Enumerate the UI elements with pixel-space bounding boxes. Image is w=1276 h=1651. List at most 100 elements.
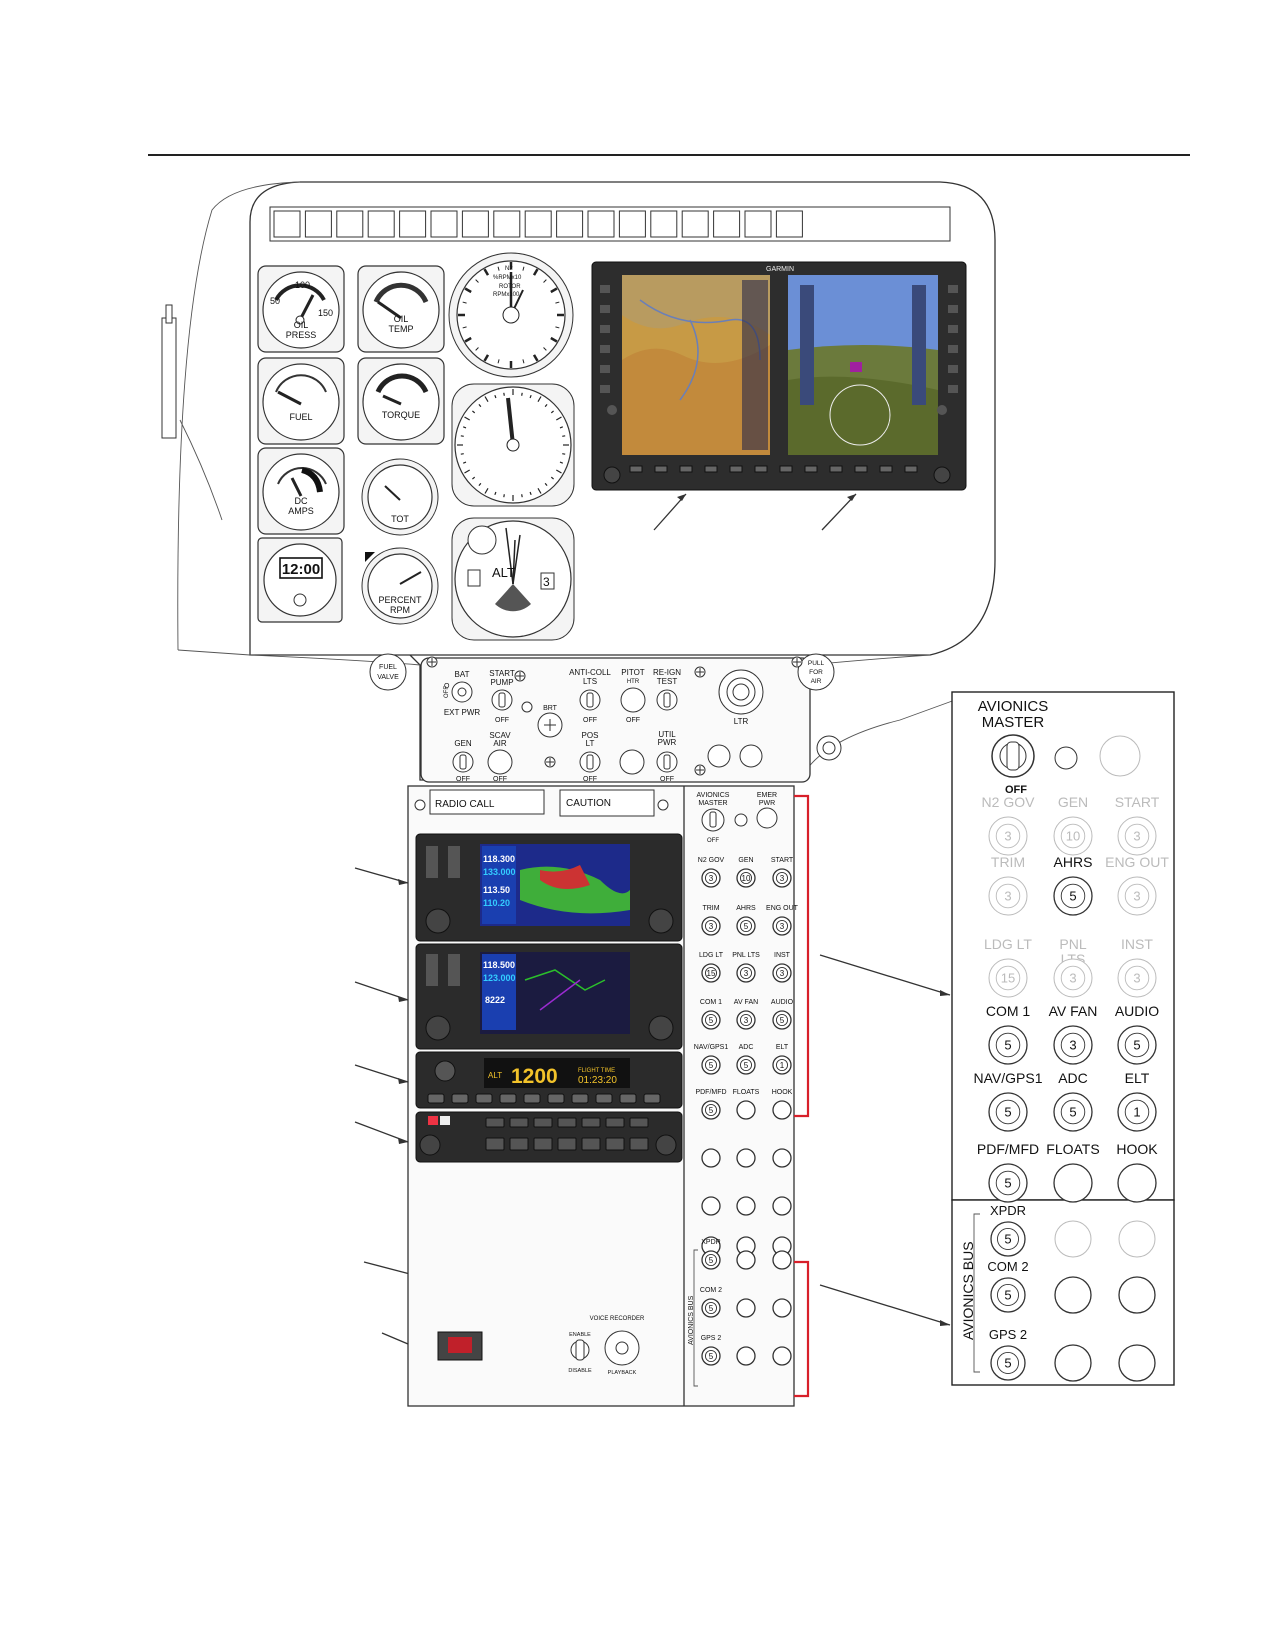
xpdr-key[interactable] [595,1093,613,1104]
audio-key[interactable] [605,1117,625,1128]
softkey-button[interactable] [654,465,668,473]
xpdr-key[interactable] [619,1093,637,1104]
circuit-breaker[interactable] [772,1196,792,1216]
circuit-breaker[interactable] [736,1346,756,1366]
audio-key[interactable] [581,1117,601,1128]
circuit-breaker[interactable]: FLOATS [733,1089,760,1120]
audio-key[interactable] [605,1137,625,1151]
circuit-breaker[interactable] [772,1346,792,1366]
softkey-button[interactable] [904,465,918,473]
circuit-breaker[interactable] [736,1298,756,1318]
audio-key[interactable] [557,1117,577,1128]
audio-key[interactable] [533,1117,553,1128]
softkey-button[interactable] [854,465,868,473]
sp-emer-pwr-button[interactable] [756,807,778,829]
softkey-button[interactable] [629,465,643,473]
softkey-button[interactable] [779,465,793,473]
fuel-valve-knob[interactable] [369,653,407,691]
circuit-breaker[interactable] [1118,1220,1156,1258]
xpdr-key[interactable] [499,1093,517,1104]
xpdr-key[interactable] [451,1093,469,1104]
audio-key[interactable] [581,1137,601,1151]
circuit-breaker[interactable]: COM 15 [986,1003,1031,1065]
xpdr-key[interactable] [547,1093,565,1104]
circuit-breaker[interactable]: HOOK [1116,1141,1158,1203]
pull-for-air-knob[interactable] [797,653,835,691]
xpdr-key[interactable] [475,1093,493,1104]
xpdr-key[interactable] [571,1093,589,1104]
circuit-breaker[interactable] [701,1196,721,1216]
softkey-button[interactable] [829,465,843,473]
scav-air-switch[interactable] [487,749,513,775]
circuit-breaker[interactable]: GPS 25 [701,1335,722,1366]
audio-key[interactable] [509,1117,529,1128]
softkey-button[interactable] [754,465,768,473]
softkey-button[interactable] [704,465,718,473]
circuit-breaker[interactable] [1118,1344,1156,1382]
audio-key[interactable] [629,1137,649,1151]
circuit-breaker[interactable]: COM 15 [700,999,722,1030]
circuit-breaker[interactable] [701,1148,721,1168]
xpdr-key[interactable] [523,1093,541,1104]
circuit-breaker[interactable]: HOOK [772,1089,793,1120]
circuit-breaker[interactable] [1054,1344,1092,1382]
audio-key[interactable] [629,1117,649,1128]
softkey-button[interactable] [879,465,893,473]
circuit-breaker[interactable] [736,1148,756,1168]
circuit-breaker[interactable] [1118,1276,1156,1314]
xpdr-key[interactable] [643,1093,661,1104]
circuit-breaker[interactable] [772,1298,792,1318]
audio-key[interactable] [485,1137,505,1151]
audio-key[interactable] [557,1137,577,1151]
audio-key[interactable] [533,1137,553,1151]
circuit-breaker[interactable] [772,1148,792,1168]
audio-key[interactable] [509,1137,529,1151]
softkey-button[interactable] [804,465,818,473]
audio-key[interactable] [485,1117,505,1128]
circuit-breaker[interactable]: COM 25 [700,1287,722,1318]
circuit-breaker[interactable] [736,1196,756,1216]
pitot-switch[interactable] [620,687,646,713]
circuit-breaker[interactable] [1054,1276,1092,1314]
circuit-breaker[interactable]: COM 25 [987,1259,1029,1313]
circuit-breaker[interactable]: GPS 25 [989,1327,1027,1381]
softkey-button[interactable] [679,465,693,473]
circuit-breaker[interactable]: FLOATS [1046,1141,1100,1203]
softkey-button[interactable] [729,465,743,473]
circuit-breaker[interactable] [1054,1220,1092,1258]
circuit-breaker[interactable] [736,1250,756,1270]
xpdr-key[interactable] [427,1093,445,1104]
